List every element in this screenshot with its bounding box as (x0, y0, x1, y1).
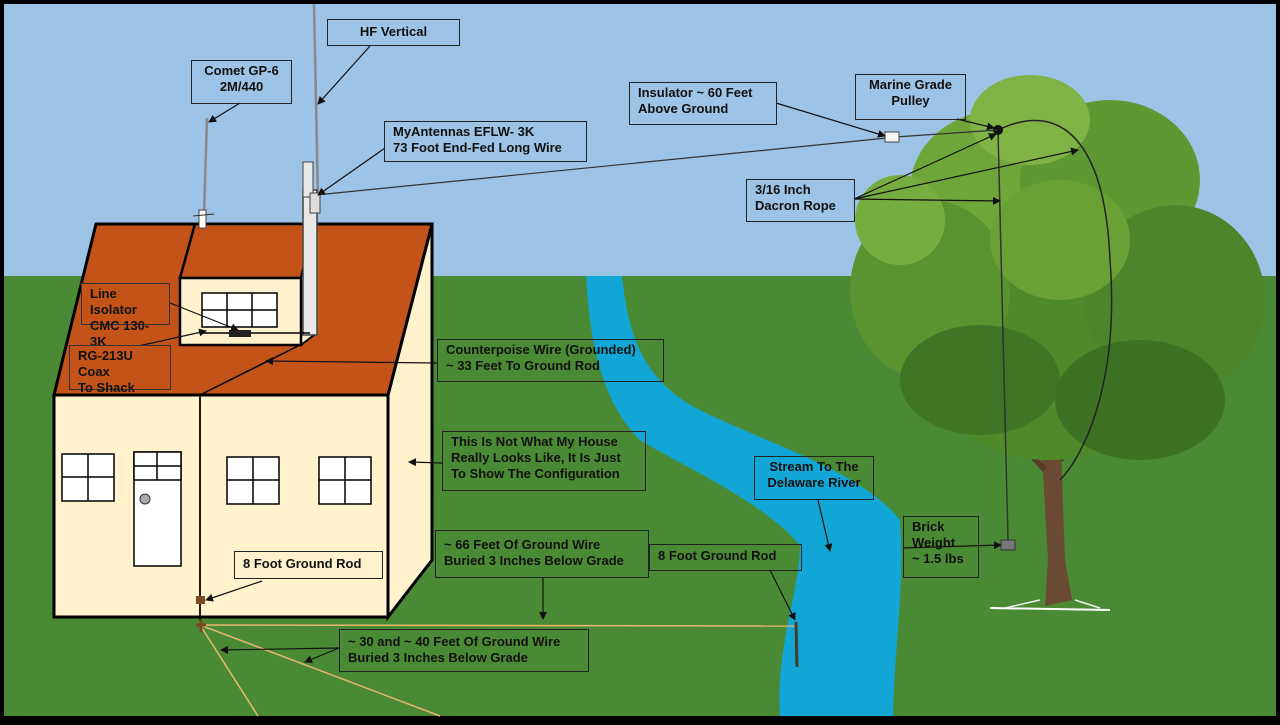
stream (586, 276, 902, 716)
tree (850, 75, 1265, 611)
long-wire (315, 137, 888, 196)
label-dacron-rope: 3/16 Inch Dacron Rope (746, 179, 855, 222)
insulator (884, 131, 900, 143)
label-line-isolator: Line Isolator CMC 130-3K (81, 283, 170, 349)
ground-rod-left (196, 596, 205, 604)
hf-vertical-mast (312, 3, 320, 201)
ground-rod-right (794, 621, 799, 668)
label-myantennas-eflw: MyAntennas EFLW- 3K 73 Foot End-Fed Long… (384, 121, 587, 162)
label-not-my-house: This Is Not What My House Really Looks L… (442, 431, 646, 491)
rope-segment (894, 129, 999, 138)
label-66-feet-ground-wire: ~ 66 Feet Of Ground Wire Buried 3 Inches… (435, 530, 649, 578)
line-isolator (229, 330, 251, 337)
label-hf-vertical: HF Vertical (327, 19, 460, 46)
label-insulator: Insulator ~ 60 Feet Above Ground (629, 82, 777, 125)
comet-mast (202, 117, 209, 216)
dacron-rope (997, 119, 1113, 481)
ground-wires (199, 624, 797, 717)
label-stream: Stream To The Delaware River (754, 456, 874, 500)
label-rg213u-coax: RG-213U Coax To Shack (69, 345, 171, 395)
label-brick-weight: Brick Weight ~ 1.5 lbs (903, 516, 979, 578)
label-comet-gp6: Comet GP-6 2M/440 (191, 60, 292, 104)
brick-weight (1000, 539, 1016, 551)
label-counterpoise-wire: Counterpoise Wire (Grounded) ~ 33 Feet T… (437, 339, 664, 382)
label-ground-rod-right: 8 Foot Ground Rod (649, 544, 802, 571)
label-30-40-feet-ground-wire: ~ 30 and ~ 40 Feet Of Ground Wire Buried… (339, 629, 589, 672)
label-ground-rod-left: 8 Foot Ground Rod (234, 551, 383, 579)
door-knob (139, 493, 151, 505)
label-marine-pulley: Marine Grade Pulley (855, 74, 966, 120)
house-front-wall (52, 393, 390, 619)
house (52, 161, 434, 622)
